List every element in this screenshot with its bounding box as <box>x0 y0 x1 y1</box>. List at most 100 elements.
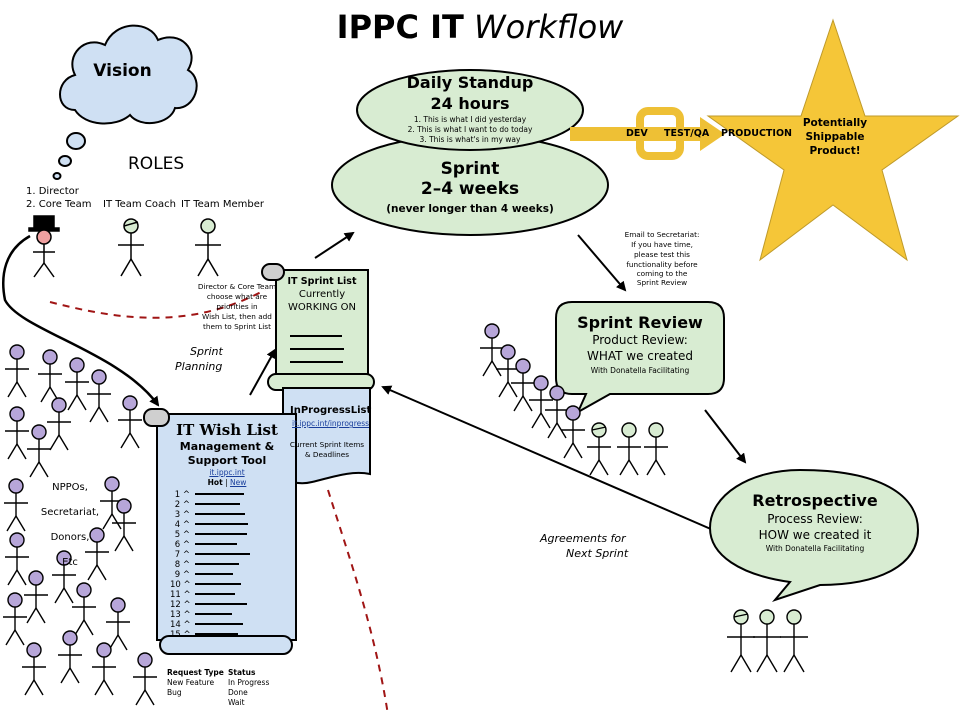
wishlist-sub-2: Support Tool <box>187 454 267 467</box>
stakeholder-donors: Donors, <box>50 532 90 543</box>
retro-line-1: Process Review: <box>767 512 863 526</box>
sprintlist-to-sprint-arrow <box>314 231 355 259</box>
pipeline-dev: DEV <box>626 128 648 139</box>
stakeholder-secretariat: Secretariat, <box>40 507 100 518</box>
standup-ellipse <box>356 69 584 151</box>
status-done: Done <box>228 688 248 697</box>
retro-bubble <box>708 468 920 603</box>
inprogress-title: InProgressList <box>290 405 372 416</box>
standup-line-1: 1. This is what I did yesterday <box>413 115 527 124</box>
member-figure <box>195 218 221 277</box>
wishlist-item-lines <box>195 493 250 635</box>
wishlist-row-number: 13 ^ <box>170 610 191 620</box>
review-line-3: With Donatella Facilitating <box>590 366 690 375</box>
vision-cloud <box>52 24 198 180</box>
email-note-2: If you have time, <box>631 240 693 249</box>
stakeholder-etc: Etc <box>62 557 78 568</box>
inprogress-line-2: & Deadlines <box>304 450 350 459</box>
review-crowd <box>480 323 668 476</box>
director-note-5: them to Sprint List <box>203 322 271 331</box>
review-to-retro-arrow <box>704 409 747 464</box>
planning-dashed-line <box>49 289 266 319</box>
request-type-new-feature: New Feature <box>167 678 215 687</box>
sprint-list-line-3: WORKING ON <box>288 302 356 313</box>
filter-separator: | <box>225 478 228 487</box>
roles-heading: ROLES <box>128 154 185 174</box>
filter-hot[interactable]: Hot <box>207 478 223 487</box>
role-director: 1. Director <box>26 186 79 197</box>
inprogress-line-1: Current Sprint Items <box>289 440 365 449</box>
coach-figure <box>118 218 144 277</box>
standup-title: Daily Standup <box>406 73 534 92</box>
review-title: Sprint Review <box>577 313 703 332</box>
wishlist-row-number: 14 ^ <box>170 620 191 630</box>
email-note-5: coming to the <box>636 269 688 278</box>
wishlist-row-number: 10 ^ <box>170 580 191 590</box>
standup-line-2: 2. This is what I want to do today <box>407 125 533 134</box>
vision-label: Vision <box>93 61 152 81</box>
email-note-1: Email to Secretariat: <box>624 230 700 239</box>
page-title: IPPC IT Workflow <box>0 8 960 46</box>
pipeline-production: PRODUCTION <box>721 128 792 139</box>
wishlist-to-sprintlist-arrow <box>249 348 276 396</box>
stakeholder-nppos: NPPOs, <box>52 482 88 493</box>
sprint-list-line-2: Currently <box>298 289 346 300</box>
agreements-line-2: Next Sprint <box>566 547 629 560</box>
sprint-note: (never longer than 4 weeks) <box>386 203 554 215</box>
title-italic: Workflow <box>474 8 624 46</box>
planning-dashed-line-lower <box>327 489 389 716</box>
role-coach: IT Team Coach <box>103 199 176 210</box>
wishlist-row-number: 11 ^ <box>170 590 191 600</box>
wishlist-title: IT Wish List <box>176 421 278 439</box>
review-line-1: Product Review: <box>592 333 688 347</box>
email-note-6: Sprint Review <box>636 278 688 287</box>
status-heading: Status <box>228 668 256 677</box>
director-note-1: Director & Core Team <box>197 282 277 291</box>
retro-team <box>727 609 808 673</box>
request-type-heading: Request Type <box>167 668 224 677</box>
wishlist-row-number: 9 ^ <box>174 570 190 580</box>
wishlist-row-number: 4 ^ <box>174 520 190 530</box>
wishlist-row-number: 2 ^ <box>174 500 190 510</box>
wishlist-row-number: 15 ^ <box>170 630 191 640</box>
director-note-2: choose what are <box>206 292 268 301</box>
inprogress-link[interactable]: it.ippc.int/inprogress <box>292 419 370 428</box>
planning-line-1: Sprint <box>190 345 223 358</box>
status-wait: Wait <box>228 698 245 707</box>
director-figure <box>28 215 60 278</box>
wishlist-filter: Hot | New <box>160 478 294 487</box>
filter-new[interactable]: New <box>229 478 247 487</box>
email-note-3: please test this <box>634 250 690 259</box>
stakeholder-crowd <box>3 344 157 706</box>
standup-line-3: 3. This is what's in my way <box>419 135 521 144</box>
director-to-wishlist-arrow <box>2 234 160 407</box>
wishlist-row-number: 5 ^ <box>174 530 190 540</box>
wishlist-row-number: 12 ^ <box>170 600 191 610</box>
planning-line-2: Planning <box>175 360 223 373</box>
wishlist-row-number: 7 ^ <box>174 550 190 560</box>
star-line-2: Shippable <box>805 131 865 143</box>
sprint-subtitle: 2–4 weeks <box>420 179 520 199</box>
wishlist-link[interactable]: it.ippc.int <box>209 468 245 477</box>
wishlist-scroll <box>143 408 297 655</box>
wishlist-row-number: 8 ^ <box>174 560 190 570</box>
star-line-1: Potentially <box>802 117 868 129</box>
role-member: IT Team Member <box>181 199 264 210</box>
wishlist-row-number: 6 ^ <box>174 540 190 550</box>
pipeline-test: TEST/QA <box>664 128 710 139</box>
shippable-star <box>706 18 960 262</box>
sprint-list-title: IT Sprint List <box>287 276 357 287</box>
request-type-bug: Bug <box>167 688 182 697</box>
agreements-line-1: Agreements for <box>540 532 626 545</box>
status-in-progress: In Progress <box>228 678 270 687</box>
review-bubble <box>555 301 725 415</box>
sprint-title: Sprint <box>440 159 500 179</box>
role-core-team: 2. Core Team <box>26 199 92 210</box>
sprint-to-review-arrow <box>577 234 627 292</box>
retro-line-3: With Donatella Facilitating <box>765 544 865 553</box>
retro-to-inprogress-arrow <box>381 385 721 534</box>
star-line-3: Product! <box>809 145 861 157</box>
wishlist-row-number: 1 ^ <box>174 490 190 500</box>
